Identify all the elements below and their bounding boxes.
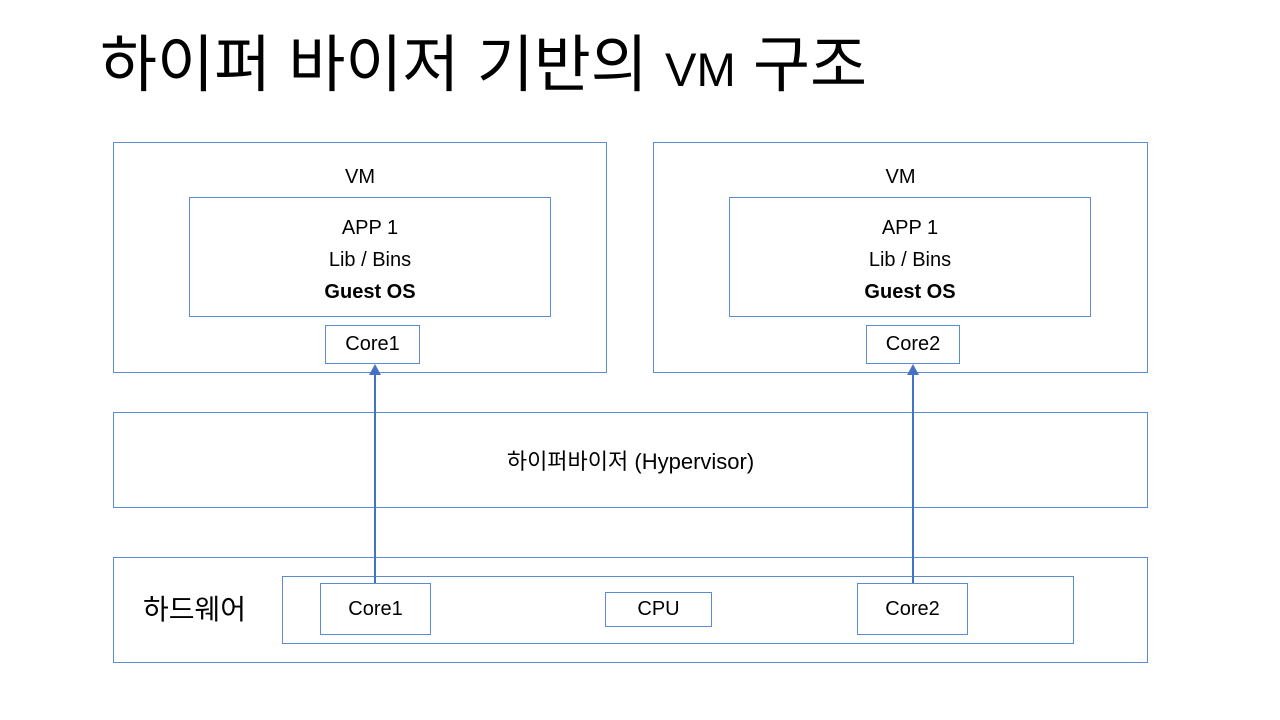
slide-title-post: 구조 xyxy=(735,31,868,100)
vm1-guest-os-label: Guest OS xyxy=(324,281,416,303)
vm2-lib-label: Lib / Bins xyxy=(868,249,952,271)
hardware-core1-box: Core1 xyxy=(320,583,431,635)
slide-title: 하이퍼 바이저 기반의 VM 구조 xyxy=(100,30,867,101)
hardware-cpu-box: CPU xyxy=(605,592,712,627)
vm1-core-box: Core1 xyxy=(325,325,420,364)
hardware-cpu-label: CPU xyxy=(637,598,680,620)
hypervisor-label: 하이퍼바이저 (Hypervisor) xyxy=(506,449,755,474)
vm1-label: VM xyxy=(345,166,375,188)
vm1-app-label: APP 1 xyxy=(341,217,399,239)
vm1-app-stack-box: APP 1 Lib / Bins Guest OS xyxy=(189,197,551,317)
hardware-core2-box: Core2 xyxy=(857,583,968,635)
hypervisor-box: 하이퍼바이저 (Hypervisor) xyxy=(113,412,1148,508)
hardware-core1-label: Core1 xyxy=(348,597,403,620)
vm2-guest-os-label: Guest OS xyxy=(864,281,956,303)
vm2-app-stack-box: APP 1 Lib / Bins Guest OS xyxy=(729,197,1091,317)
slide-title-vm: VM xyxy=(665,43,736,96)
arrow-core1-line xyxy=(374,373,376,583)
hardware-core2-label: Core2 xyxy=(885,597,940,620)
vm2-core-box: Core2 xyxy=(866,325,960,364)
arrow-core1-head-icon xyxy=(369,364,381,375)
arrow-core2-head-icon xyxy=(907,364,919,375)
vm2-core-label: Core2 xyxy=(885,333,941,355)
vm2-label: VM xyxy=(885,166,916,188)
slide-title-pre: 하이퍼 바이저 기반의 xyxy=(100,31,666,100)
vm1-lib-label: Lib / Bins xyxy=(328,249,412,271)
vm2-app-label: APP 1 xyxy=(881,217,939,239)
arrow-core2-line xyxy=(912,373,914,583)
vm1-core-label: Core1 xyxy=(345,333,400,355)
hardware-label: 하드웨어 xyxy=(143,594,247,625)
